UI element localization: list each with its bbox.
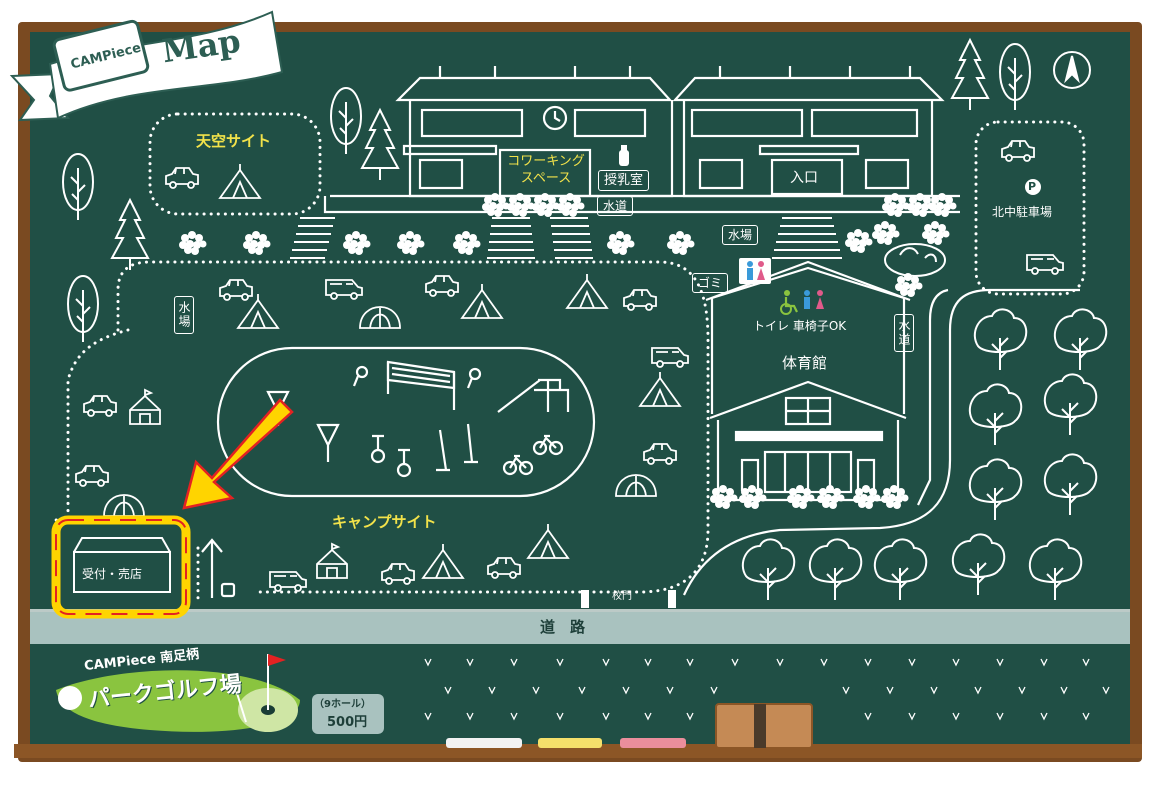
chalk-pink — [620, 738, 686, 748]
golf-holes-label: （9ホール） — [314, 699, 371, 710]
water-tap-upper: 水道 — [597, 196, 634, 216]
entrance-label: 入口 — [790, 170, 818, 186]
chalk-yellow — [538, 738, 602, 748]
pointer-arrow-icon — [182, 398, 294, 510]
chalk-tray — [14, 744, 1142, 758]
wheelchair-icon — [780, 290, 824, 315]
trash-label: ゴミ — [692, 273, 729, 293]
eraser-band — [754, 704, 766, 748]
gym-label: 体育館 — [782, 354, 828, 372]
water-place-upper: 水場 — [722, 225, 759, 245]
walk-arrow-icon — [201, 538, 236, 598]
golf-price-box — [312, 694, 384, 734]
brand-banner — [9, 10, 284, 122]
restroom-icon — [739, 258, 771, 284]
gate-post-right — [668, 590, 676, 608]
school-gate-label: 校門 — [612, 591, 632, 602]
water-place-left: 水場 — [174, 296, 194, 334]
road-edge — [30, 609, 1130, 612]
camp-site-label: キャンプサイト — [332, 513, 437, 531]
golf-green-icon — [56, 654, 300, 732]
chalk-white — [446, 738, 522, 748]
nursing-bottle-icon — [619, 145, 629, 166]
map-title: Map — [159, 21, 243, 71]
road-label: 道 路 — [540, 618, 586, 636]
reception-label: 受付・売店 — [82, 567, 143, 581]
nursing-room-label: 授乳室 — [598, 170, 650, 191]
toilet-label: トイレ 車椅子OK — [753, 319, 847, 333]
road — [30, 612, 1130, 644]
reception-highlight-dash — [55, 519, 187, 615]
golf-price-label: 500円 — [327, 715, 368, 730]
coworking-label: コワーキング スペース — [507, 154, 585, 186]
school-building — [323, 66, 960, 214]
compass-icon — [1053, 51, 1091, 89]
water-tap-right: 水道 — [894, 314, 914, 352]
dotted-paths — [48, 112, 1086, 602]
reception-building — [73, 537, 171, 593]
tenku-site-label: 天空サイト — [196, 132, 272, 150]
gym-building — [705, 260, 911, 502]
parking-icon — [1025, 179, 1041, 195]
driveway — [682, 288, 1080, 596]
parking-symbol: P — [1028, 180, 1037, 193]
pond — [884, 243, 946, 277]
stairs — [290, 217, 842, 259]
north-parking-label: 北中駐車場 — [992, 205, 1053, 219]
gate-post-left — [581, 590, 589, 608]
